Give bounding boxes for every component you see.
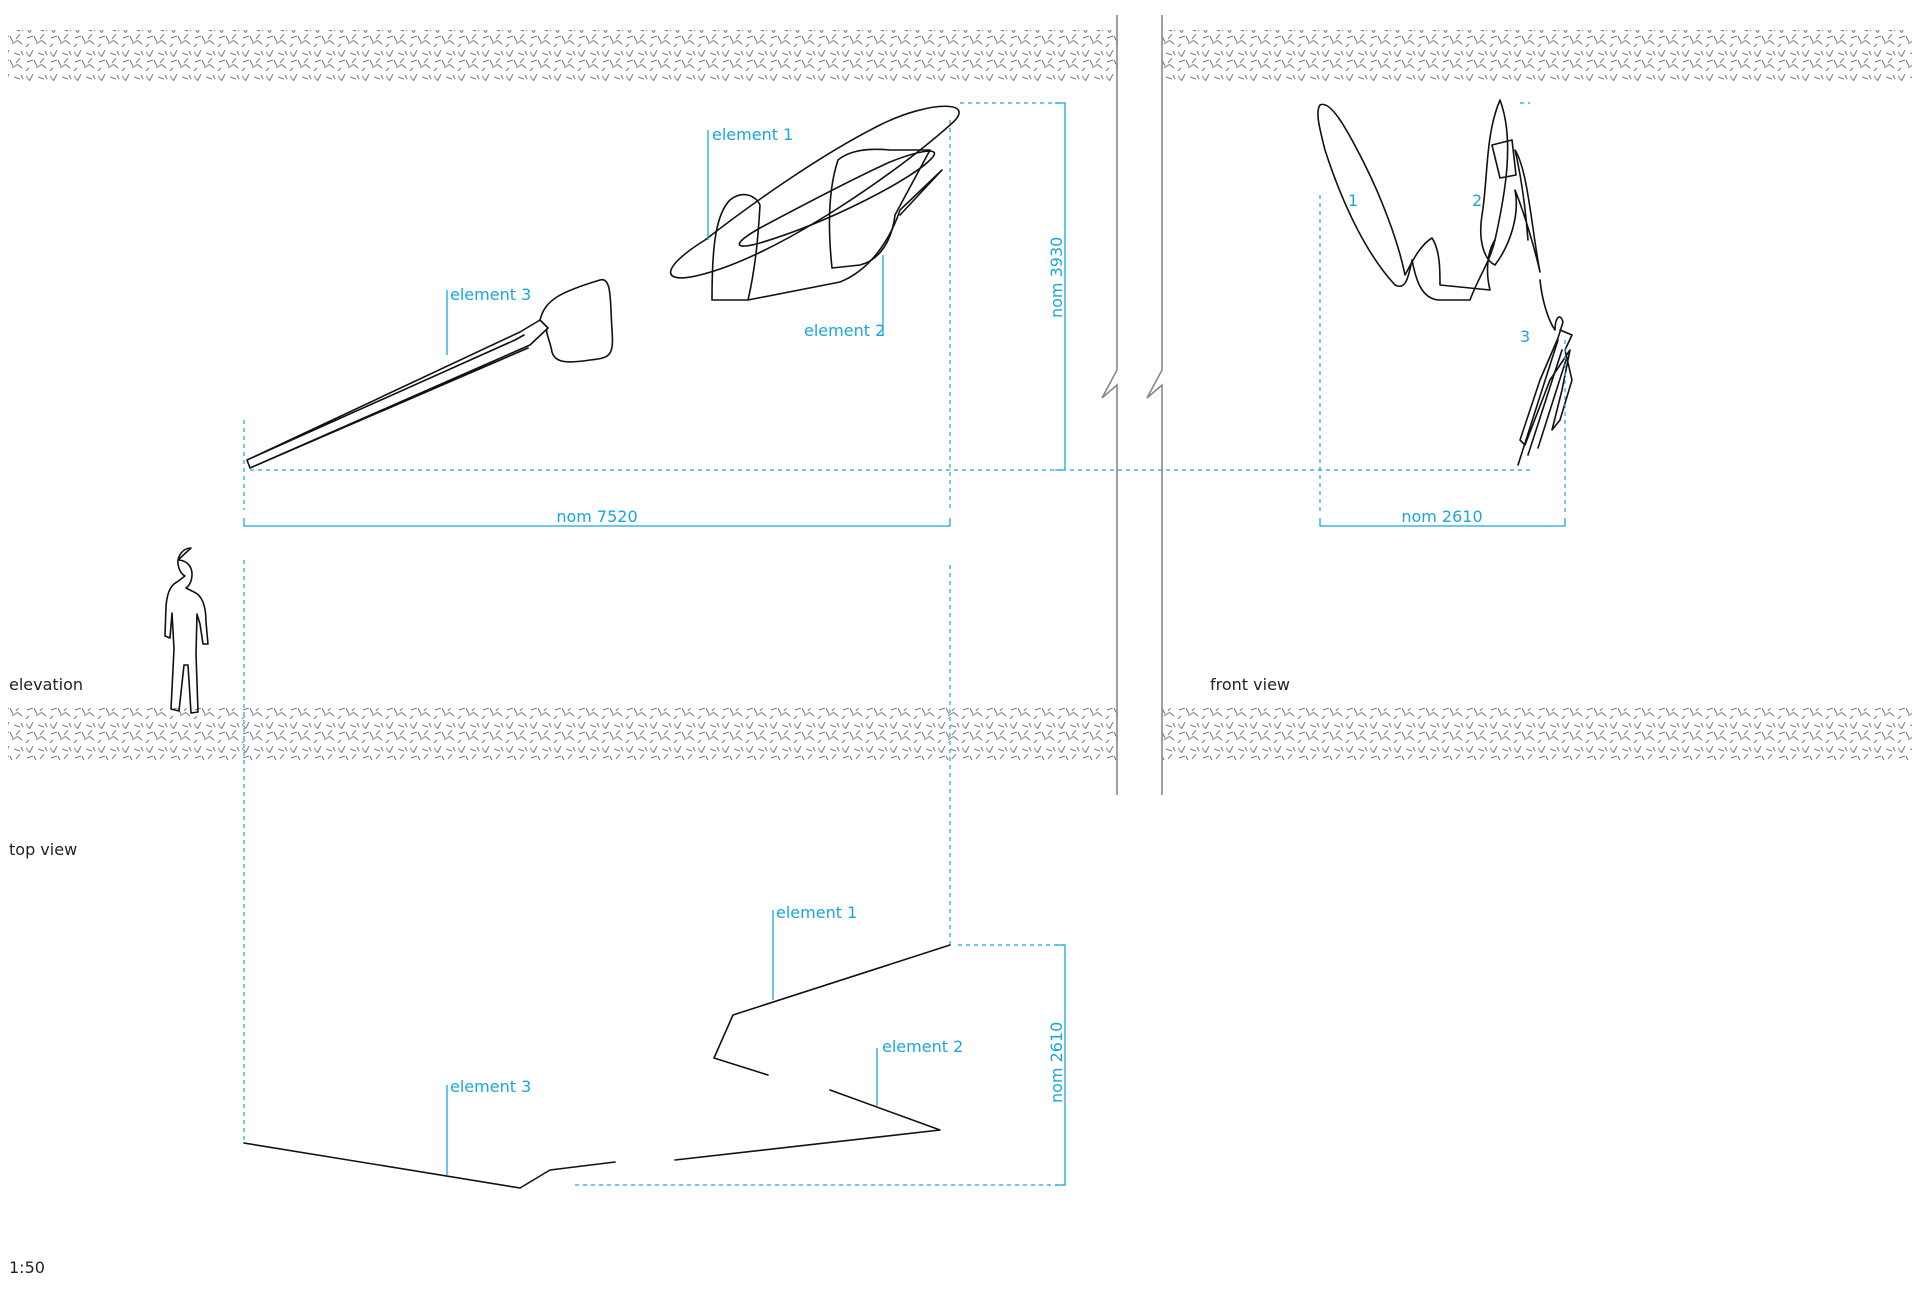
callout-top-element-1: element 1	[776, 903, 857, 922]
floor-band-left	[8, 708, 1118, 760]
top-dim-depth-label: nom 2610	[1047, 1022, 1066, 1103]
label-elevation: elevation	[9, 675, 83, 694]
front-dim-width-label: nom 2610	[1401, 507, 1482, 526]
floor-band-right	[1162, 708, 1912, 760]
elevation-element-3-shape	[246, 319, 549, 469]
ceiling-band-right	[1162, 30, 1912, 82]
front-element-3-blades	[1517, 339, 1567, 466]
front-element-2-shape	[1479, 99, 1541, 273]
callout-top-element-2: element 2	[882, 1037, 963, 1056]
elevation-element-2-shape	[828, 148, 931, 269]
front-element-2-inner	[1491, 139, 1517, 179]
elevation-element-1-shape	[669, 105, 960, 279]
front-element-1-shape	[1317, 103, 1496, 301]
break-line-right	[1146, 15, 1163, 795]
top-element-3-shape	[243, 1142, 616, 1189]
label-front-view: front view	[1210, 675, 1290, 694]
callout-elevation-element-2: element 2	[804, 321, 885, 340]
label-top-view: top view	[9, 840, 77, 859]
callout-top-element-3: element 3	[450, 1077, 531, 1096]
elevation-element-1-inner	[738, 150, 936, 247]
top-dim-depth-line	[1055, 944, 1066, 1186]
callout-elevation-element-1: element 1	[712, 125, 793, 144]
callout-elevation-element-3: element 3	[450, 285, 531, 304]
human-figure-icon	[164, 547, 209, 714]
dim-length-label: nom 7520	[556, 507, 637, 526]
elevation-element-1-blade	[711, 169, 943, 301]
top-element-2-shape	[674, 1089, 941, 1161]
dim-height-label: nom 3930	[1047, 237, 1066, 318]
label-scale: 1:50	[9, 1258, 45, 1277]
front-element-3-shape	[1519, 279, 1573, 446]
dim-length-line	[243, 518, 951, 527]
top-element-1-shape	[713, 944, 951, 1076]
dim-height-line	[1055, 102, 1066, 471]
break-line-left	[1101, 15, 1118, 795]
front-dim-width-line	[1319, 518, 1566, 527]
front-label-3: 3	[1520, 327, 1530, 346]
elevation-element-3-head	[539, 279, 614, 363]
front-label-2: 2	[1472, 191, 1482, 210]
ceiling-band-left	[8, 30, 1118, 82]
front-label-1: 1	[1348, 191, 1358, 210]
